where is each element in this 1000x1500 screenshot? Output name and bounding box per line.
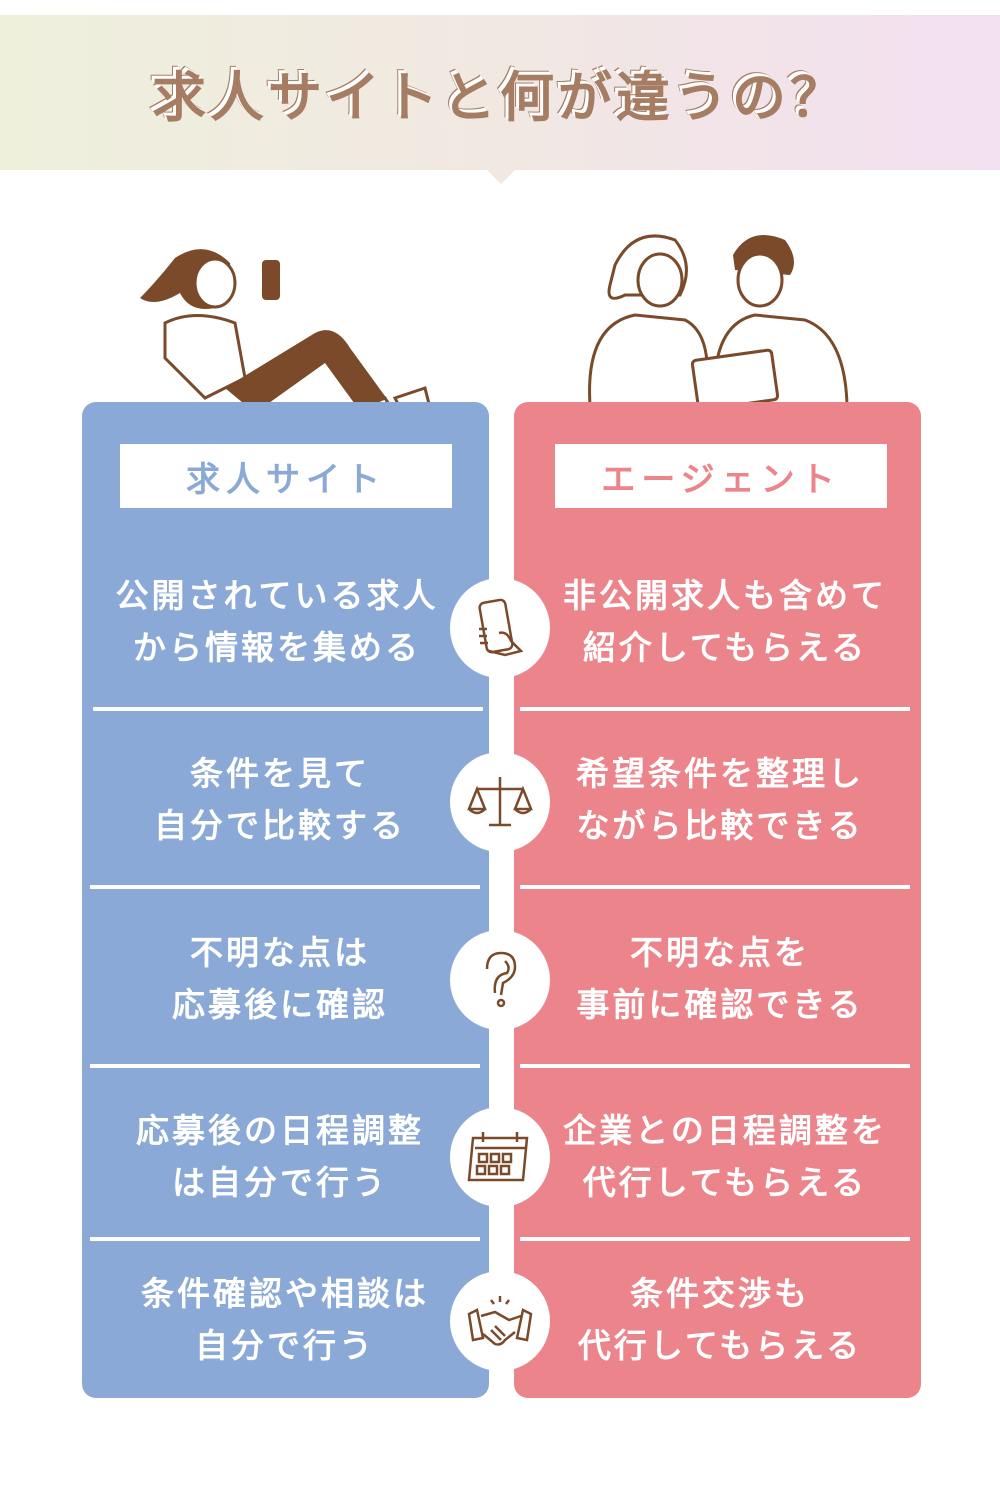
calendar-icon [450,1107,550,1207]
agent-and-client-illustration [588,234,849,412]
agent-row-5: 条件交渉も 代行してもらえる [577,1274,863,1365]
agent-column [514,402,921,1398]
title-banner [0,15,1000,170]
divider [520,1064,910,1068]
divider [90,1237,480,1241]
job-site-row-3: 不明な点は 応募後に確認 [172,933,388,1024]
agent-row-3: 不明な点を 事前に確認できる [576,933,864,1024]
divider [90,885,480,889]
question-icon [450,930,550,1030]
divider [520,885,910,889]
agent-row-4: 企業との日程調整を 代行してもらえる [563,1111,887,1202]
job-site-row-2: 条件を見て 自分で比較する [154,754,406,845]
banner-pointer [487,170,515,184]
job-site-row-5: 条件確認や相談は 自分で行う [141,1274,429,1365]
agent-label: エージェント [555,444,887,508]
handshake-icon [450,1271,550,1371]
divider [520,707,910,711]
job-site-column [82,402,489,1398]
agent-row-1: 非公開求人も含めて 紹介してもらえる [563,576,887,667]
scale-icon [450,752,550,852]
job-site-row-1: 公開されている求人 から情報を集める [115,576,439,667]
smartphone-hand-icon [450,578,550,678]
divider [90,1064,480,1068]
agent-row-2: 希望条件を整理し ながら比較できる [576,754,864,845]
job-site-label: 求人サイト [120,444,452,508]
divider [520,1237,910,1241]
divider [93,707,483,711]
page-title: 求人サイトと何が違うの？ [152,66,848,129]
job-site-row-4: 応募後の日程調整 は自分で行う [136,1111,424,1202]
